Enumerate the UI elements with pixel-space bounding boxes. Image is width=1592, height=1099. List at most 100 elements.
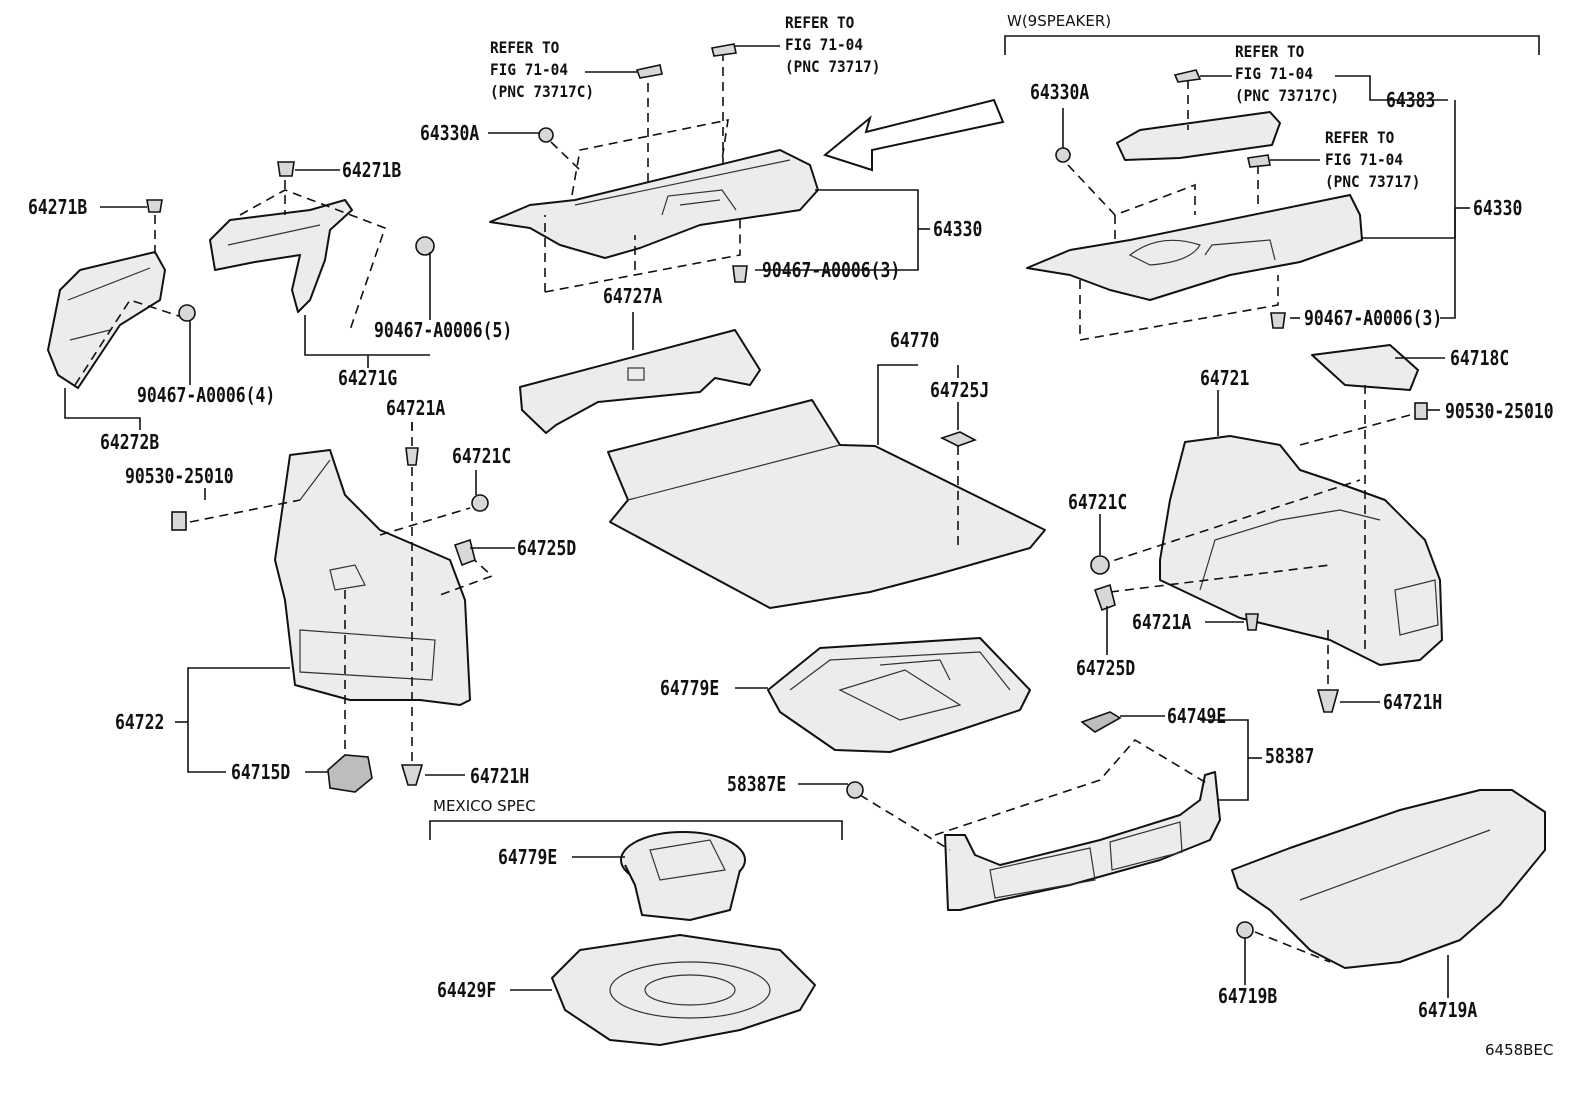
- callout-64725D-right: 64725D: [1076, 656, 1136, 680]
- callout-64721A-right: 64721A: [1132, 610, 1192, 634]
- figure-code: 6458BEC: [1485, 1041, 1554, 1059]
- clip-pnc-73717c-left: [635, 64, 663, 79]
- rear-trim-58387: [944, 771, 1221, 911]
- callout-58387E: 58387E: [727, 772, 787, 796]
- clip-64721H-right: [1316, 689, 1340, 713]
- quarter-trim-64271G: [209, 199, 353, 313]
- reference-note-73717c-left: REFER TO FIG 71-04 (PNC 73717C): [490, 38, 595, 101]
- trunk-front-trim-64727A: [519, 329, 761, 434]
- trim-64719A-guide: [1254, 931, 1331, 963]
- screw-90467-left: [732, 265, 748, 283]
- callout-64718C: 64718C: [1450, 346, 1510, 370]
- callout-64725D-left: 64725D: [517, 536, 577, 560]
- callout-64721A-left: 64721A: [386, 396, 446, 420]
- callout-64719A: 64719A: [1418, 998, 1478, 1022]
- package-tray-panel: [489, 149, 819, 259]
- clip-58387E: [846, 781, 864, 799]
- callout-90467-A0006-4: 90467-A0006(4): [137, 383, 276, 407]
- hook-64725D-left: [453, 538, 476, 567]
- mexico-spec-bracket: [429, 820, 843, 840]
- callout-64722: 64722: [115, 710, 165, 734]
- clip-64721C-left: [471, 494, 489, 512]
- callout-64725J: 64725J: [930, 378, 990, 402]
- callout-64727A: 64727A: [603, 284, 663, 308]
- rear-trim-guide: [859, 794, 951, 851]
- callout-64271G: 64271G: [338, 366, 398, 390]
- clip-pnc-73717c-right: [1173, 69, 1202, 83]
- screw-90467-right: [1270, 312, 1286, 329]
- spare-tire-cover-64429F: [551, 934, 816, 1046]
- package-tray-dashed-outline: [544, 52, 741, 293]
- clip-90530-right: [1414, 402, 1428, 420]
- reference-note-73717-right: REFER TO FIG 71-04 (PNC 73717): [1325, 128, 1421, 191]
- trim-64272B-guide-2: [74, 299, 186, 386]
- trunk-floor-mat-64770: [607, 399, 1046, 609]
- clip-90467-4: [178, 304, 196, 322]
- callout-64271B-mid: 64271B: [342, 158, 402, 182]
- reference-note-73717-top: REFER TO FIG 71-04 (PNC 73717): [785, 13, 881, 76]
- clip-64271B-left: [146, 199, 163, 213]
- hook-64725D-right: [1093, 583, 1116, 612]
- callout-90467-A0006-5: 90467-A0006(5): [374, 318, 513, 342]
- callout-64383: 64383: [1386, 88, 1436, 112]
- mexico-spec-label: MEXICO SPEC: [433, 797, 536, 815]
- clip-pnc-73717-right: [1247, 154, 1271, 168]
- callout-64429F: 64429F: [437, 978, 497, 1002]
- clip-90530-left: [171, 511, 187, 531]
- trim-64722-guide-4: [379, 507, 471, 536]
- hook-64749E: [1080, 711, 1122, 733]
- callout-64779E-mexico: 64779E: [498, 845, 558, 869]
- callout-64749E: 64749E: [1167, 704, 1227, 728]
- package-tray-9speaker-dashed-outline: [1067, 80, 1279, 341]
- callout-64721C-left: 64721C: [452, 444, 512, 468]
- trim-64722-guide-3: [189, 499, 301, 523]
- trunk-side-trim-64721: [1159, 435, 1443, 666]
- callout-64272B: 64272B: [100, 430, 160, 454]
- callout-64330-left: 64330: [933, 217, 983, 241]
- clip-pnc-73717-top: [711, 43, 737, 57]
- nine-speaker-bracket: [1004, 35, 1540, 55]
- clip-64719B: [1236, 921, 1254, 939]
- callout-90467-A0006-3-left: 90467-A0006(3): [762, 258, 901, 282]
- reference-note-73717c-right: REFER TO FIG 71-04 (PNC 73717C): [1235, 42, 1340, 105]
- speaker-cover-64383: [1116, 111, 1281, 161]
- nine-speaker-label: W(9SPEAKER): [1007, 12, 1112, 30]
- callout-64770: 64770: [890, 328, 940, 352]
- callout-64330-right: 64330: [1473, 196, 1523, 220]
- callout-64721H-right: 64721H: [1383, 690, 1443, 714]
- clip-64721A-right: [1245, 613, 1259, 631]
- leader-lines: [64, 45, 1470, 998]
- clip-64330A-right: [1055, 147, 1071, 163]
- direction-arrow-icon: [822, 98, 1005, 172]
- clip-64721H-left: [400, 764, 424, 786]
- callout-64719B: 64719B: [1218, 984, 1278, 1008]
- clip-64271B-mid: [277, 161, 295, 177]
- cover-64718C: [1311, 344, 1419, 391]
- callout-64721C-right: 64721C: [1068, 490, 1128, 514]
- callout-64721H-left: 64721H: [470, 764, 530, 788]
- trim-64721-guide-3: [1109, 564, 1331, 593]
- callout-64721-right: 64721: [1200, 366, 1250, 390]
- rear-trim-dashed: [934, 738, 1211, 836]
- clip-90467-5: [415, 236, 435, 256]
- callout-64715D: 64715D: [231, 760, 291, 784]
- callout-64271B-left: 64271B: [28, 195, 88, 219]
- trim-64721-guide-4: [1299, 414, 1411, 446]
- callout-64330A-right: 64330A: [1030, 80, 1090, 104]
- cover-64715D: [327, 754, 373, 793]
- callout-64779E-top: 64779E: [660, 676, 720, 700]
- mat-hook-64725J: [939, 431, 977, 447]
- trim-cover-64719A: [1231, 789, 1546, 969]
- clip-64721C-right: [1090, 555, 1110, 575]
- quarter-trim-64272B: [47, 251, 166, 389]
- callout-90530-25010-left: 90530-25010: [125, 464, 234, 488]
- clip-64721A-left: [405, 447, 419, 466]
- package-tray-panel-9speaker: [1026, 194, 1363, 301]
- trim-64722-guide-5: [439, 555, 494, 596]
- spare-tire-spacer-64779E-mexico: [620, 831, 746, 921]
- trunk-side-trim-64722: [274, 449, 471, 706]
- callout-64330A-left: 64330A: [420, 121, 480, 145]
- clip-64330A-left: [538, 127, 554, 143]
